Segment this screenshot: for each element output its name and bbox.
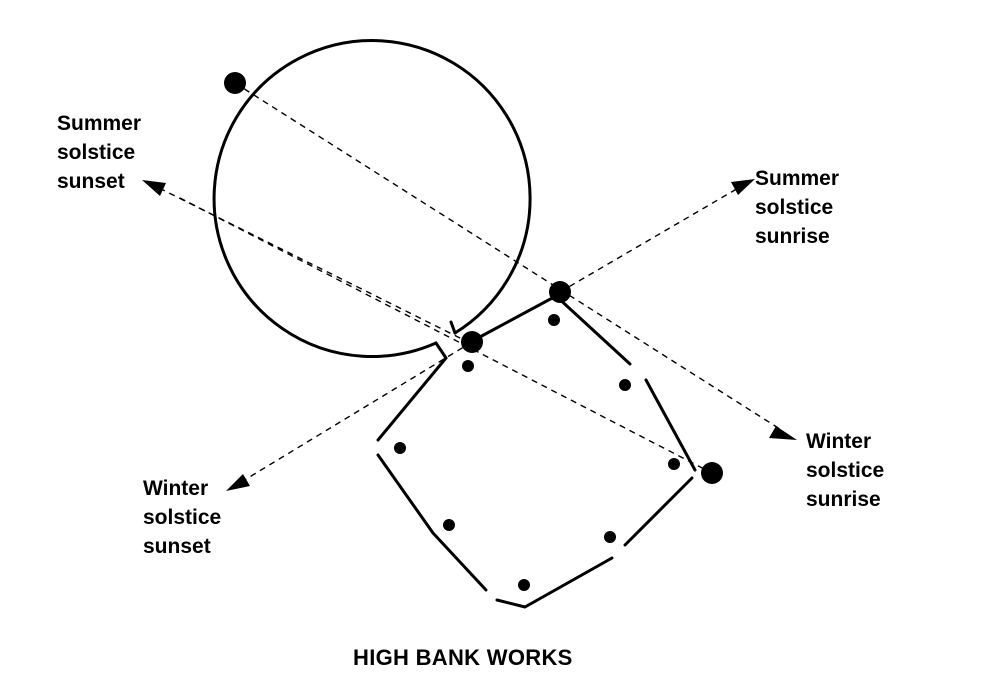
circle-enclosure [212, 39, 532, 358]
gateway-wall-left [434, 341, 448, 360]
arrowhead-winter-sunset [226, 474, 250, 491]
diagram-title: HIGH BANK WORKS [353, 645, 573, 670]
label-summer-solstice-sunset: Summer solstice sunset [57, 112, 147, 193]
label-summer-solstice-sunrise: Summer solstice sunrise [755, 167, 845, 248]
mound [518, 579, 530, 591]
sightlines [154, 82, 784, 485]
mound [548, 314, 560, 326]
sightline-summer-sunset [154, 185, 471, 344]
sightline-winter-sunrise [234, 82, 784, 432]
octagon-enclosure [376, 294, 697, 609]
marker-octagon-north [549, 281, 571, 303]
sightline-winter-sunset [237, 341, 473, 485]
mound [394, 442, 406, 454]
arrowhead-winter-sunrise [769, 426, 797, 440]
arrowhead-summer-sunset [142, 180, 166, 196]
arrowhead-summer-sunrise [731, 179, 755, 195]
marker-gateway [461, 331, 483, 353]
sightline-octagon-diagonal [179, 197, 713, 474]
mound [604, 531, 616, 543]
mound [668, 458, 680, 470]
mound [443, 519, 455, 531]
octagon-mounds [394, 314, 680, 591]
gateway-wall-right [449, 320, 457, 335]
label-winter-solstice-sunset: Winter solstice sunset [143, 477, 227, 558]
marker-circle-top [224, 72, 246, 94]
mound [619, 379, 631, 391]
marker-octagon-east [701, 462, 723, 484]
mound [462, 360, 474, 372]
label-winter-solstice-sunrise: Winter solstice sunrise [806, 430, 890, 511]
sightline-summer-sunrise [559, 186, 741, 293]
